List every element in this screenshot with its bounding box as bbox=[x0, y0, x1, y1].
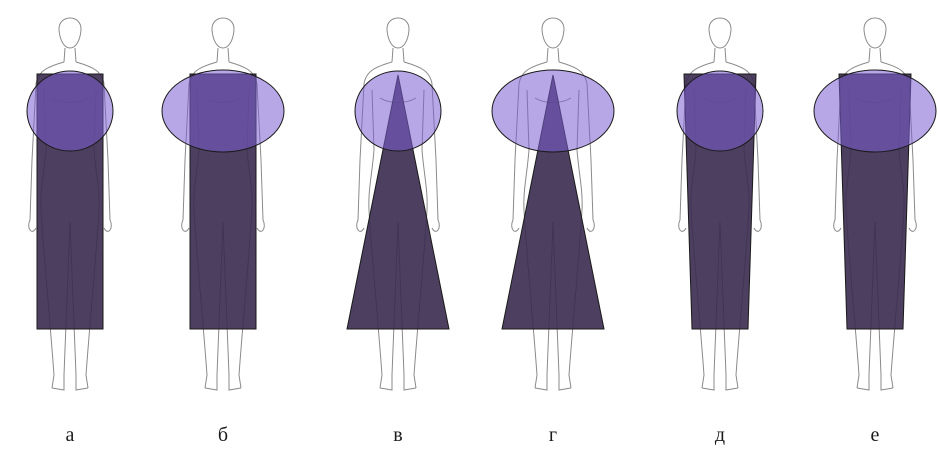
figure-label-v: в bbox=[378, 424, 418, 447]
figure-label-a: а bbox=[50, 424, 90, 447]
oval-shape-5 bbox=[814, 70, 936, 152]
figure-label-d: д bbox=[700, 424, 740, 447]
oval-shape-4 bbox=[677, 71, 763, 151]
oval-shape-1 bbox=[162, 70, 284, 152]
oval-shape-3 bbox=[492, 70, 614, 152]
figure-label-g: г bbox=[533, 424, 573, 447]
figure-label-e: е bbox=[855, 424, 895, 447]
oval-shape-2 bbox=[355, 71, 441, 151]
oval-shape-0 bbox=[27, 71, 113, 151]
figure-label-b: б bbox=[203, 424, 243, 447]
